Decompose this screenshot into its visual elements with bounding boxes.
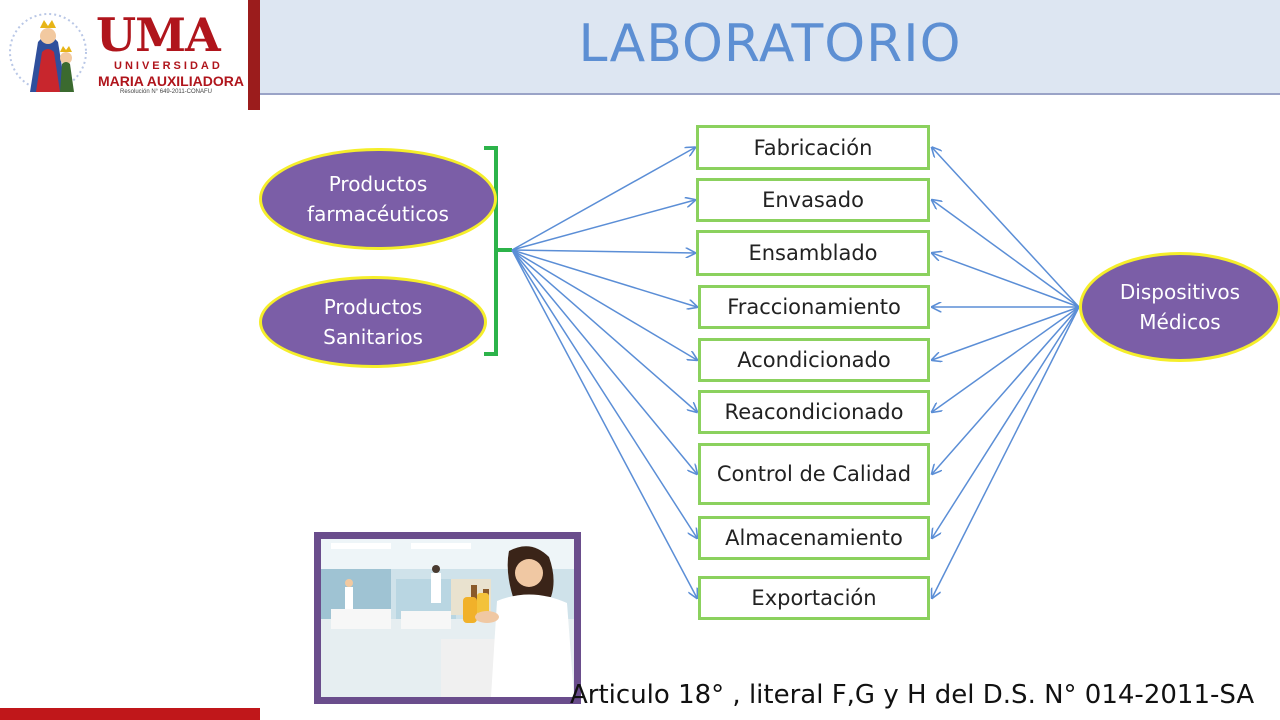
arrow-from-dispositivos-0 xyxy=(932,148,1080,308)
arrow-to-activity-4 xyxy=(511,249,697,360)
virgin-mary-emblem-icon xyxy=(9,13,87,92)
university-logo: UMA UNIVERSIDAD MARIA AUXILIADORA Resolu… xyxy=(0,0,260,130)
node-label-line1: Productos xyxy=(323,295,423,319)
arrow-from-dispositivos-8 xyxy=(932,306,1080,598)
activity-box-reacondicionado: Reacondicionado xyxy=(698,390,930,434)
arrow-from-dispositivos-5 xyxy=(932,306,1080,412)
title-banner xyxy=(260,0,1280,95)
arrow-from-dispositivos-2 xyxy=(932,253,1080,308)
university-name: MARIA AUXILIADORA xyxy=(98,73,244,89)
page-title: LABORATORIO xyxy=(578,14,962,74)
right-arrows-group xyxy=(932,148,1080,599)
resolution-text: Resolución N° 649-2011-CONAFU xyxy=(120,89,212,95)
logo-red-stripe xyxy=(248,0,260,110)
arrow-to-activity-3 xyxy=(511,249,697,307)
node-label-line1: Dispositivos xyxy=(1119,280,1241,304)
left-arrows-group xyxy=(511,148,697,599)
brand-text: UMA xyxy=(96,8,221,62)
activity-box-fabricacion: Fabricación xyxy=(696,125,930,170)
arrow-to-activity-5 xyxy=(511,249,697,412)
node-label-line2: farmacéuticos xyxy=(307,202,449,226)
arrow-from-dispositivos-4 xyxy=(932,306,1080,360)
node-label-line2: Médicos xyxy=(1139,310,1221,334)
activity-box-control-de-calidad: Control de Calidad xyxy=(698,443,930,505)
activity-box-exportacion: Exportación xyxy=(698,576,930,620)
activity-box-acondicionado: Acondicionado xyxy=(698,338,930,382)
arrow-to-activity-7 xyxy=(511,249,697,538)
node-label-line2: Sanitarios xyxy=(323,325,423,349)
node-label-line1: Productos xyxy=(328,172,428,196)
laboratory-photo xyxy=(314,532,581,704)
arrow-to-activity-1 xyxy=(511,200,695,251)
legal-reference-caption: Articulo 18° , literal F,G y H del D.S. … xyxy=(570,680,1255,710)
activity-box-envasado: Envasado xyxy=(696,178,930,222)
activity-box-almacenamiento: Almacenamiento xyxy=(698,516,930,560)
arrow-to-activity-6 xyxy=(511,249,697,474)
lab-scene-image xyxy=(321,539,574,697)
bottom-red-stripe xyxy=(0,708,260,720)
arrow-to-activity-2 xyxy=(511,250,695,253)
activity-box-fraccionamiento: Fraccionamiento xyxy=(698,285,930,329)
activity-box-ensamblado: Ensamblado xyxy=(696,230,930,276)
arrow-to-activity-0 xyxy=(511,148,695,251)
arrow-from-dispositivos-7 xyxy=(932,306,1080,538)
node-productos-farmaceuticos: Productos farmacéuticos xyxy=(259,148,497,250)
arrow-to-activity-8 xyxy=(511,249,697,598)
arrow-from-dispositivos-1 xyxy=(932,200,1080,308)
arrow-from-dispositivos-6 xyxy=(932,306,1080,474)
university-label: UNIVERSIDAD xyxy=(114,60,223,72)
